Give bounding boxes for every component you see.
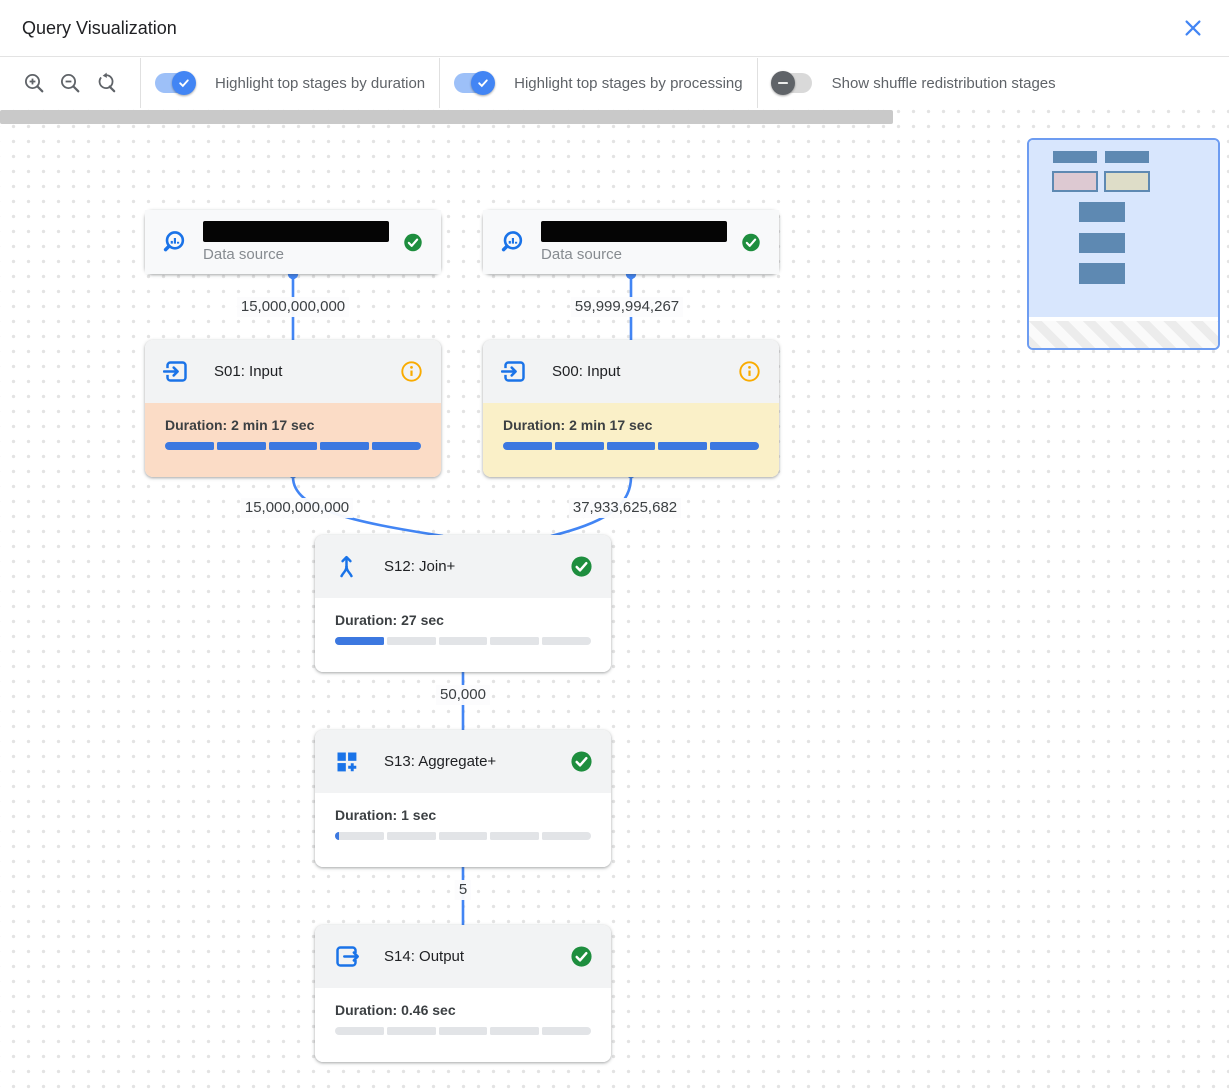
check-icon (179, 79, 189, 88)
minimap-node (1079, 233, 1125, 253)
duration-progress-bar (335, 832, 591, 840)
zoom-in-button[interactable] (18, 67, 50, 99)
output-icon (336, 946, 360, 967)
duration-progress-bar (335, 1027, 591, 1035)
input-icon (501, 361, 525, 382)
duration-progress-bar (165, 442, 421, 450)
minimap-offscreen-area (1029, 321, 1218, 348)
zoom-out-icon (61, 74, 80, 93)
success-check-icon (742, 233, 760, 251)
stage-node-s13[interactable]: S13: Aggregate+ Duration: 1 sec (315, 730, 611, 867)
show-shuffle-toggle[interactable] (770, 71, 812, 95)
stage-duration-panel: Duration: 27 sec (315, 598, 611, 672)
highlight-duration-toggle[interactable] (155, 71, 196, 95)
join-icon (340, 555, 353, 578)
dialog-header: Query Visualization (0, 0, 1229, 57)
data-source-node-1[interactable]: Data source (145, 210, 441, 274)
success-check-icon (571, 556, 592, 577)
minimap-node (1079, 263, 1125, 284)
success-check-icon (404, 233, 422, 251)
minimap-node (1105, 151, 1149, 163)
stage-duration-panel: Duration: 2 min 17 sec (483, 403, 779, 477)
toggle-group-processing: Highlight top stages by processing (454, 71, 743, 95)
toggle-group-duration: Highlight top stages by duration (155, 71, 426, 95)
redacted-table-name (541, 221, 728, 242)
stage-duration-panel: Duration: 2 min 17 sec (145, 403, 441, 477)
input-icon (163, 361, 187, 382)
stage-title: S01: Input (214, 363, 283, 380)
stage-title: S14: Output (384, 948, 465, 965)
success-check-icon (571, 751, 592, 772)
horizontal-scrollbar[interactable] (0, 110, 893, 124)
data-source-icon (501, 231, 523, 252)
minimap-node-highlight-processing (1104, 171, 1150, 192)
minimap[interactable] (1027, 138, 1220, 350)
toggle-label-duration: Highlight top stages by duration (215, 74, 426, 92)
edge-row-count: 15,000,000,000 (240, 498, 354, 518)
stage-node-s01[interactable]: S01: Input Duration: 2 min 17 sec (145, 340, 441, 477)
stage-node-s00[interactable]: S00: Input Duration: 2 min 17 sec (483, 340, 779, 477)
zoom-reset-button[interactable] (90, 67, 122, 99)
stage-title: S12: Join+ (384, 558, 456, 575)
edge-row-count: 5 (454, 880, 472, 900)
edge-row-count: 37,933,625,682 (568, 498, 682, 518)
duration-label: Duration: 2 min 17 sec (165, 417, 315, 433)
data-source-icon (163, 231, 185, 252)
toolbar-divider (140, 58, 141, 108)
data-source-label: Data source (541, 246, 622, 263)
stage-node-s12[interactable]: S12: Join+ Duration: 27 sec (315, 535, 611, 672)
graph-toolbar: Highlight top stages by duration Highlig… (0, 57, 1229, 109)
duration-label: Duration: 2 min 17 sec (503, 417, 653, 433)
minus-icon (777, 82, 788, 84)
edge-row-count: 15,000,000,000 (236, 297, 350, 317)
toolbar-divider (756, 58, 758, 108)
info-icon[interactable] (738, 360, 761, 383)
zoom-in-icon (25, 74, 44, 93)
data-source-label: Data source (203, 246, 284, 263)
minimap-node (1053, 151, 1097, 163)
duration-progress-bar (335, 637, 591, 645)
close-icon (1185, 20, 1201, 36)
graph-canvas[interactable]: 15,000,000,000 59,999,994,267 15,000,000… (0, 109, 1229, 1090)
page-title: Query Visualization (22, 17, 177, 38)
stage-duration-panel: Duration: 1 sec (315, 793, 611, 867)
redacted-table-name (203, 221, 390, 242)
duration-label: Duration: 1 sec (335, 807, 437, 823)
toggle-label-processing: Highlight top stages by processing (514, 74, 743, 92)
edge-row-count: 50,000 (436, 685, 490, 705)
stage-duration-panel: Duration: 0.46 sec (315, 988, 611, 1062)
highlight-processing-toggle[interactable] (454, 71, 496, 95)
zoom-out-button[interactable] (54, 67, 86, 99)
stage-node-s14[interactable]: S14: Output Duration: 0.46 sec (315, 925, 611, 1062)
edge-row-count: 59,999,994,267 (570, 297, 684, 317)
stage-title: S00: Input (552, 363, 621, 380)
duration-label: Duration: 27 sec (335, 612, 444, 628)
aggregate-icon (337, 752, 357, 772)
check-icon (478, 79, 488, 88)
duration-progress-bar (503, 442, 759, 450)
duration-label: Duration: 0.46 sec (335, 1002, 456, 1018)
info-icon[interactable] (400, 360, 423, 383)
minimap-viewport (1029, 140, 1218, 317)
success-check-icon (571, 946, 592, 967)
data-source-node-2[interactable]: Data source (483, 210, 779, 274)
minimap-node-highlight-duration (1052, 171, 1098, 192)
toggle-label-shuffle: Show shuffle redistribution stages (831, 74, 1056, 92)
stage-title: S13: Aggregate+ (384, 753, 497, 770)
close-button[interactable] (1179, 14, 1207, 42)
toggle-group-shuffle: Show shuffle redistribution stages (770, 71, 1056, 95)
zoom-reset-icon (98, 72, 116, 93)
toolbar-divider (439, 58, 441, 108)
minimap-node (1079, 202, 1125, 222)
